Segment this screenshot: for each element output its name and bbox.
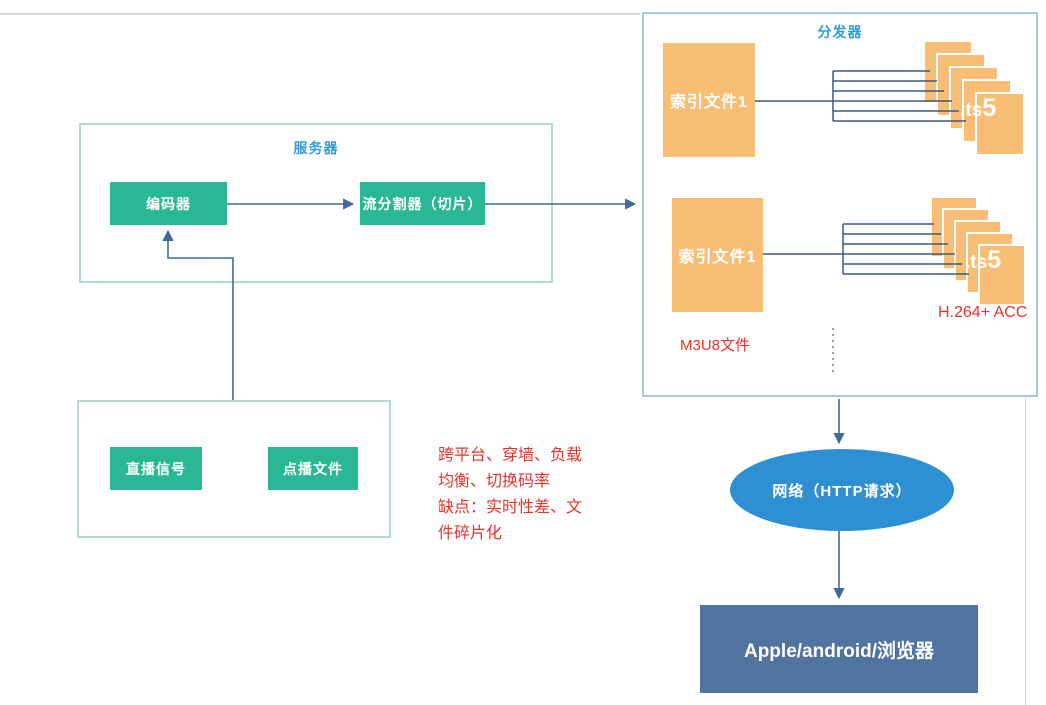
right-edge-line — [1025, 390, 1026, 705]
ts-card — [978, 244, 1026, 306]
live-signal-node: 直播信号 — [110, 447, 202, 490]
ts-stack-label: .ts5 — [965, 246, 1002, 274]
ts-card — [975, 92, 1025, 156]
server-group-title: 服务器 — [293, 140, 339, 156]
top-divider-line — [0, 13, 640, 15]
m3u8-label: M3U8文件 — [680, 337, 751, 354]
index-file-node: 索引文件1 — [672, 198, 763, 312]
notes-line: 缺点：实时性差、文 — [438, 499, 583, 516]
network-node: 网络（HTTP请求） — [730, 449, 954, 531]
splitter-node: 流分割器（切片） — [360, 182, 485, 225]
distributor-title: 分发器 — [817, 24, 863, 40]
vod-file-node: 点播文件 — [268, 447, 358, 490]
client-node: Apple/android/浏览器 — [700, 605, 978, 693]
notes-line: 跨平台、穿墙、负载 — [438, 447, 583, 464]
encoder-node: 编码器 — [110, 182, 227, 225]
ts-stack-label: .ts5 — [960, 94, 997, 122]
index-file-node: 索引文件1 — [663, 43, 755, 157]
notes-text: 跨平台、穿墙、负载 均衡、切换码率 缺点：实时性差、文 件碎片化 — [438, 443, 608, 547]
notes-line: 件碎片化 — [438, 525, 503, 542]
codec-label: H.264+ ACC — [938, 304, 1028, 321]
notes-line: 均衡、切换码率 — [438, 473, 551, 490]
